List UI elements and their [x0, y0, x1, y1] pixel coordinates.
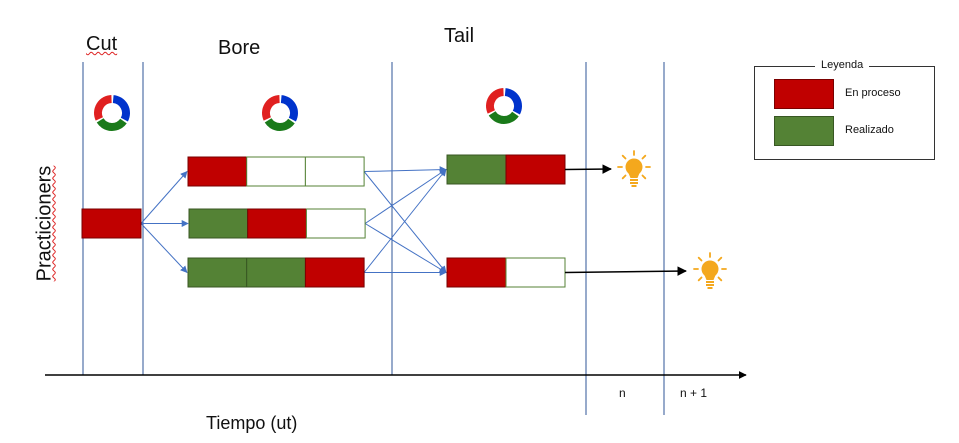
pending-segment	[505, 257, 566, 288]
task-bar	[188, 208, 366, 239]
flow-arrow	[140, 223, 188, 274]
x-axis-label: Tiempo (ut)	[206, 413, 298, 433]
done-segment	[246, 257, 306, 288]
legend-swatch-done	[774, 116, 834, 146]
tick-n-plus-1: n + 1	[680, 386, 708, 400]
outcome-arrow	[564, 164, 612, 174]
flow-arrow	[364, 223, 447, 273]
phase-label-bore: Bore	[218, 37, 261, 59]
in-process-segment	[505, 154, 566, 185]
in-process-segment	[187, 156, 248, 187]
outcome-arrow	[564, 266, 687, 276]
task-bar	[446, 257, 566, 288]
lightbulb-icon	[617, 150, 651, 187]
y-axis-label: Practicioners	[33, 165, 56, 282]
task-bar	[187, 156, 365, 187]
flow-arrow	[140, 170, 188, 224]
tick-n: n	[619, 386, 626, 400]
flow-arrow	[363, 171, 447, 274]
task-bar	[81, 208, 142, 239]
lightbulb-icon	[693, 252, 727, 289]
flow-arrow	[364, 169, 447, 224]
in-process-segment	[304, 257, 365, 288]
done-segment	[188, 208, 249, 239]
flow-arrow	[364, 166, 447, 174]
legend-label-done: Realizado	[845, 124, 894, 136]
flow-arrow	[363, 168, 447, 273]
cycle-icon	[262, 95, 298, 131]
cycle-icon	[94, 95, 130, 131]
in-process-segment	[247, 208, 307, 239]
cycle-icon	[486, 88, 522, 124]
legend-title: Leyenda	[815, 59, 870, 71]
in-process-segment	[446, 257, 507, 288]
pending-segment	[304, 156, 365, 187]
pending-segment	[246, 156, 306, 187]
done-segment	[187, 257, 248, 288]
task-bar	[446, 154, 566, 185]
legend: Leyenda En proceso Realizado	[754, 59, 935, 160]
done-segment	[446, 154, 507, 185]
phase-label-cut: Cut	[86, 33, 118, 55]
pending-segment	[305, 208, 366, 239]
task-bar	[187, 257, 365, 288]
in-process-segment	[81, 208, 142, 239]
legend-label-in-process: En proceso	[845, 87, 901, 99]
phase-label-tail: Tail	[444, 25, 475, 47]
legend-swatch-in-process	[774, 79, 834, 109]
